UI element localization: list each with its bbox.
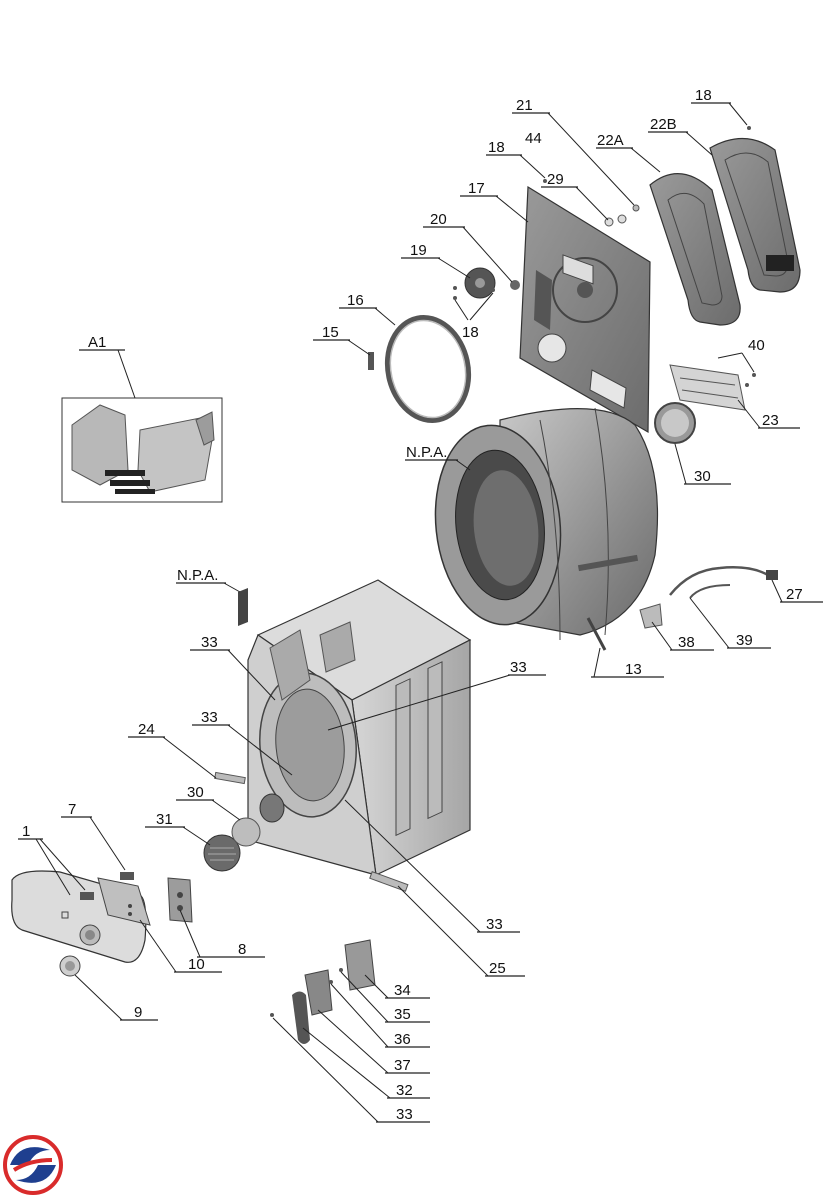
bracket-25	[369, 871, 409, 892]
label-19: 19	[410, 242, 427, 259]
label-27: 27	[786, 586, 803, 603]
brand-logo	[3, 1135, 63, 1195]
label-30-heater: 30	[694, 468, 711, 485]
label-40: 40	[748, 337, 765, 354]
label-34: 34	[394, 982, 411, 999]
door-lock	[167, 877, 193, 923]
label-13: 13	[625, 661, 642, 678]
label-39: 39	[736, 632, 753, 649]
label-15: 15	[322, 324, 339, 341]
leader-lines	[18, 102, 823, 1123]
label-npa-drum: N.P.A.	[406, 444, 447, 461]
label-44: 44	[525, 130, 542, 147]
label-31: 31	[156, 811, 173, 828]
door-ring	[368, 314, 472, 424]
filter-disc-top	[654, 402, 696, 444]
label-18-top-left: 18	[488, 139, 505, 156]
label-16: 16	[347, 292, 364, 309]
label-25: 25	[489, 960, 506, 977]
label-36: 36	[394, 1031, 411, 1048]
label-35: 35	[394, 1006, 411, 1023]
cover-22b	[709, 137, 801, 293]
label-18-top-right: 18	[695, 87, 712, 104]
label-22b: 22B	[650, 116, 677, 133]
part-labels: A1 1 7 8 9 10 13 15 16 17 18 18 18 19 20…	[22, 87, 803, 1123]
electronic-board	[97, 872, 151, 926]
label-a1: A1	[88, 334, 106, 351]
drum	[434, 407, 659, 651]
label-23: 23	[762, 412, 779, 429]
label-npa-bracket: N.P.A.	[177, 567, 218, 584]
label-1: 1	[22, 823, 30, 840]
filter-front	[203, 817, 261, 872]
label-33-cabinet-right: 33	[510, 659, 527, 676]
label-33-hinge: 33	[396, 1106, 413, 1123]
label-33-lower-right: 33	[486, 916, 503, 933]
back-panel	[519, 185, 651, 434]
label-17: 17	[468, 180, 485, 197]
label-7: 7	[68, 801, 76, 818]
label-32: 32	[396, 1082, 413, 1099]
label-21: 21	[516, 97, 533, 114]
label-33-cabinet-left: 33	[201, 634, 218, 651]
bearing-parts	[453, 267, 520, 300]
inset-a1	[61, 397, 223, 503]
label-9: 9	[134, 1004, 142, 1021]
power-cable	[639, 566, 778, 629]
label-24: 24	[138, 721, 155, 738]
label-30-filter: 30	[187, 784, 204, 801]
label-10: 10	[188, 956, 205, 973]
label-8: 8	[238, 941, 246, 958]
label-37: 37	[394, 1057, 411, 1074]
label-33-door-ring: 33	[201, 709, 218, 726]
cabinet	[247, 579, 472, 876]
label-22a: 22A	[597, 132, 624, 149]
npa-side-bracket	[238, 588, 248, 626]
hinge-parts	[270, 939, 376, 1044]
heater-element	[669, 364, 756, 411]
cover-22a	[649, 173, 741, 326]
label-38: 38	[678, 634, 695, 651]
label-18-bearing: 18	[462, 324, 479, 341]
small-fasteners	[543, 126, 751, 227]
bracket-24	[214, 771, 246, 785]
program-knob	[59, 955, 81, 977]
label-20: 20	[430, 211, 447, 228]
label-29: 29	[547, 171, 564, 188]
